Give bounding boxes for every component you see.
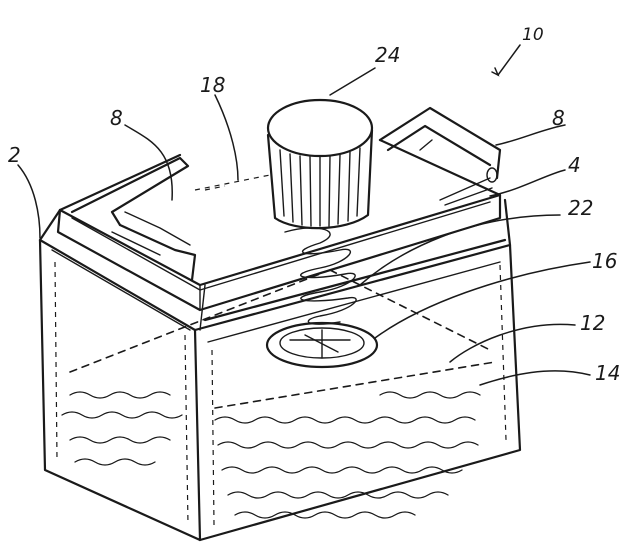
ref-label-spring: 22 (568, 196, 593, 220)
ref-label-handle-left: 8 (110, 106, 123, 130)
handle-right (378, 106, 502, 206)
lid-tray (56, 138, 507, 331)
ref-label-assembly: 10 (522, 25, 544, 45)
ref-label-knob: 24 (375, 43, 400, 67)
handle-left (70, 156, 197, 282)
ref-label-liquid: 14 (595, 361, 620, 385)
ref-label-valve: 16 (592, 249, 617, 273)
liquid (61, 361, 496, 519)
knob (266, 98, 374, 230)
valve (265, 321, 379, 369)
leader-lines (17, 44, 591, 386)
ref-label-lid: 18 (200, 73, 225, 97)
ref-label-liquid-surface: 12 (580, 311, 605, 335)
spring (284, 227, 357, 325)
ref-label-housing: 2 (8, 143, 21, 167)
ref-label-rim: 4 (568, 153, 581, 177)
ref-label-handle-right: 8 (552, 106, 565, 130)
